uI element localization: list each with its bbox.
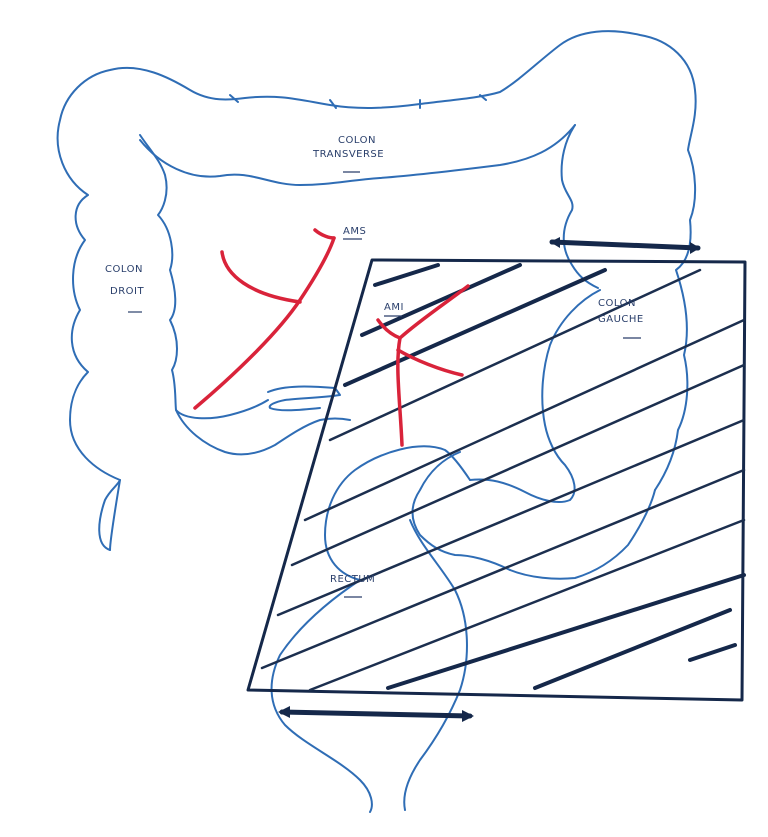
hatch-line [533, 608, 732, 690]
label-colon-droit-1: COLON [105, 264, 143, 275]
label-colon-gauche-2: GAUCHE [598, 314, 644, 325]
labels: COLON TRANSVERSE COLON DROIT COLON GAUCH… [105, 135, 644, 598]
appendix [109, 479, 121, 551]
ams-branch-left [220, 250, 302, 304]
label-colon-transverse-2: TRANSVERSE [312, 149, 384, 160]
ami-branch-left [376, 318, 402, 340]
ileal-stub [267, 385, 341, 412]
hatch-line [688, 643, 737, 662]
hatch-line [260, 468, 746, 670]
colon-outer-contour [56, 30, 697, 551]
left-colon-outer-lower [509, 489, 656, 580]
lower-section-bar-tail [278, 706, 290, 718]
sigmoid-inner [411, 451, 511, 571]
arteries [193, 228, 470, 447]
resection-zone [246, 258, 747, 702]
lower-section-bar-head [462, 710, 474, 722]
upper-section-bar [549, 239, 701, 251]
hatch-line [343, 268, 607, 387]
hatch-line [360, 263, 522, 337]
label-ami: AMI [384, 302, 404, 313]
lower-section-bar [279, 709, 473, 719]
colon-inner-contour [139, 134, 269, 420]
label-ams: AMS [343, 226, 366, 237]
hatch-line [276, 418, 746, 617]
ami-branch-lower [396, 348, 464, 377]
transverse-haustra [229, 94, 487, 109]
label-colon-droit-2: DROIT [110, 286, 144, 297]
rectum-outline-left [270, 579, 373, 813]
hatch-line [386, 573, 746, 690]
ams-branch-top [313, 228, 336, 240]
hatch-line [328, 268, 702, 442]
upper-section-bar-tail [550, 237, 560, 248]
hatch-line [303, 318, 746, 522]
section-marks [278, 237, 701, 722]
resection-frame [246, 258, 747, 702]
label-rectum: RECTUM [330, 574, 375, 585]
colon-outline [56, 30, 697, 813]
left-colon-descending [469, 289, 601, 503]
transverse-lower-contour [139, 124, 576, 186]
rectum-outline [403, 519, 468, 811]
left-colon-inner [560, 124, 599, 289]
sigmoid-loop [324, 445, 471, 581]
hatch-line [290, 363, 746, 567]
label-colon-transverse-1: COLON [338, 135, 376, 146]
upper-section-bar-head [690, 242, 700, 254]
ams-trunk [193, 236, 336, 410]
right-lower-contour [175, 409, 351, 456]
label-colon-gauche-1: COLON [598, 298, 636, 309]
hatch-line [373, 263, 440, 287]
hatch-line [308, 518, 746, 692]
